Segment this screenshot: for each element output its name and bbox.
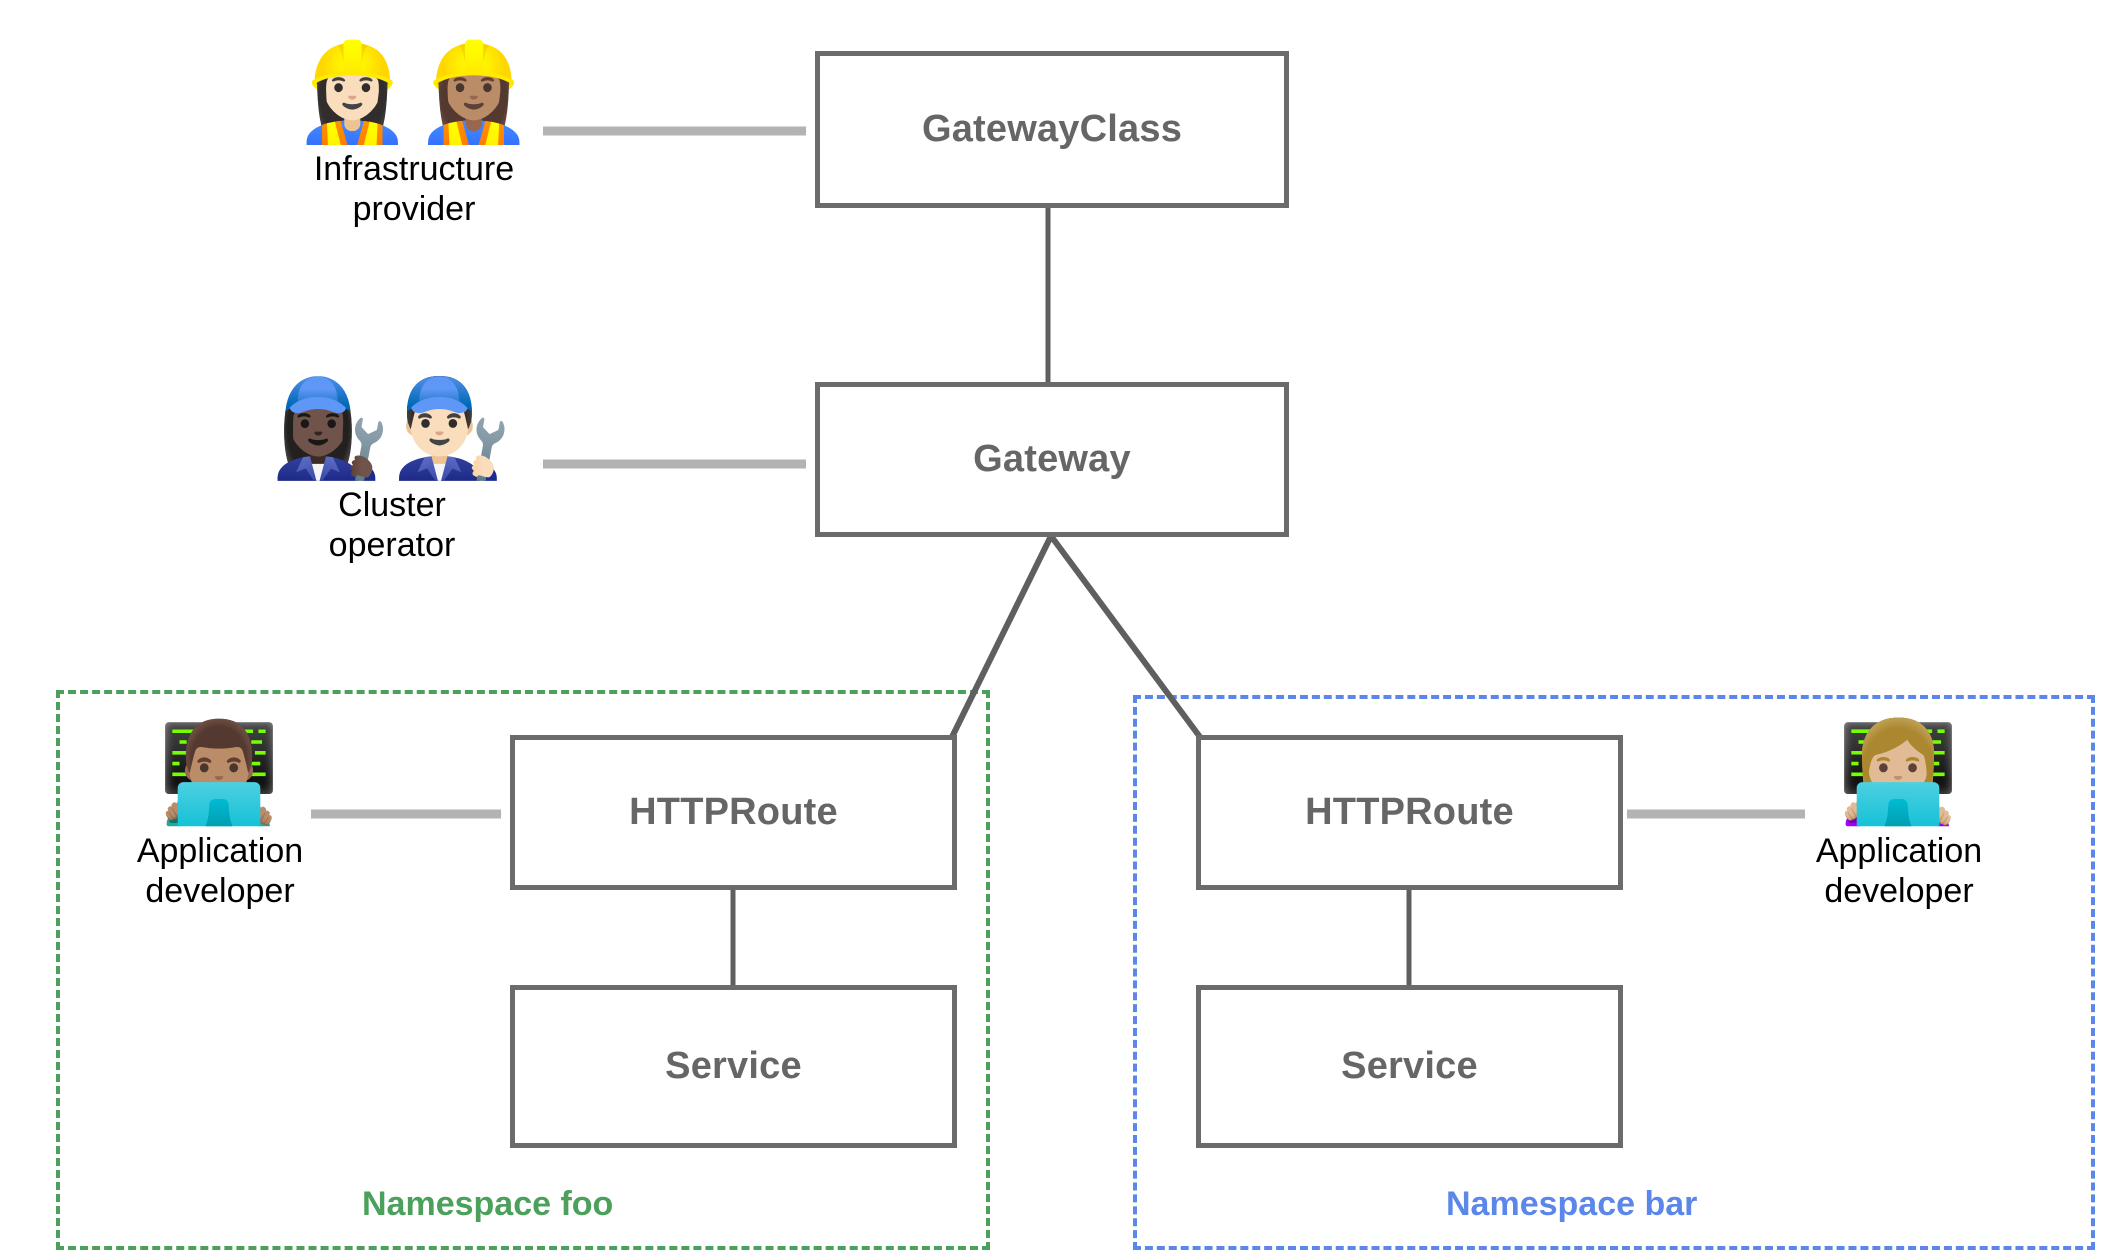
namespace-foo-label: Namespace foo [362, 1185, 614, 1223]
persona-application-developer-foo: 👨🏽‍💻 Application developer [50, 722, 390, 911]
persona-label-line2: operator [328, 525, 456, 564]
node-httproute-bar-label: HTTPRoute [1305, 791, 1514, 833]
namespace-bar-label: Namespace bar [1446, 1185, 1698, 1223]
persona-infrastructure-provider-label: Infrastructure provider [314, 149, 514, 229]
persona-label-line1: Infrastructure [313, 149, 515, 188]
mechanic-emoji: 👩🏿‍🔧👨🏻‍🔧 [270, 372, 514, 484]
construction-worker-emoji: 👷🏻‍♀️👷🏽‍♀️ [292, 36, 536, 148]
node-service-foo[interactable]: Service [510, 985, 957, 1148]
node-httproute-foo[interactable]: HTTPRoute [510, 735, 957, 890]
node-httproute-foo-label: HTTPRoute [629, 791, 838, 833]
node-service-foo-label: Service [665, 1045, 802, 1087]
technologist-emoji: 👩🏼‍💻 [1836, 716, 1962, 830]
persona-cluster-operator: 👩🏿‍🔧👨🏻‍🔧 Cluster operator [222, 378, 562, 565]
node-gateway-label: Gateway [973, 438, 1131, 480]
node-gatewayclass[interactable]: GatewayClass [815, 51, 1289, 208]
persona-application-developer-bar-label: Application developer [1816, 831, 1982, 911]
persona-application-developer-bar: 👩🏼‍💻 Application developer [1729, 722, 2069, 911]
persona-label-line2: developer [145, 872, 295, 910]
persona-label-line1: Cluster [338, 485, 446, 524]
persona-label-line1: Application [136, 831, 304, 870]
namespace-foo-container [56, 690, 990, 1250]
technologist-emoji: 👨🏽‍💻 [157, 716, 283, 830]
persona-label-line2: provider [352, 189, 476, 228]
persona-infrastructure-provider: 👷🏻‍♀️👷🏽‍♀️ Infrastructure provider [244, 42, 584, 229]
node-gateway[interactable]: Gateway [815, 382, 1289, 537]
persona-cluster-operator-label: Cluster operator [329, 485, 456, 565]
node-httproute-bar[interactable]: HTTPRoute [1196, 735, 1623, 890]
persona-label-line1: Application [1815, 831, 1983, 870]
namespace-bar-container [1133, 695, 2095, 1250]
node-service-bar-label: Service [1341, 1045, 1478, 1087]
node-gatewayclass-label: GatewayClass [921, 108, 1183, 150]
node-service-bar[interactable]: Service [1196, 985, 1623, 1148]
persona-label-line2: developer [1824, 872, 1974, 910]
persona-application-developer-foo-label: Application developer [137, 831, 303, 911]
